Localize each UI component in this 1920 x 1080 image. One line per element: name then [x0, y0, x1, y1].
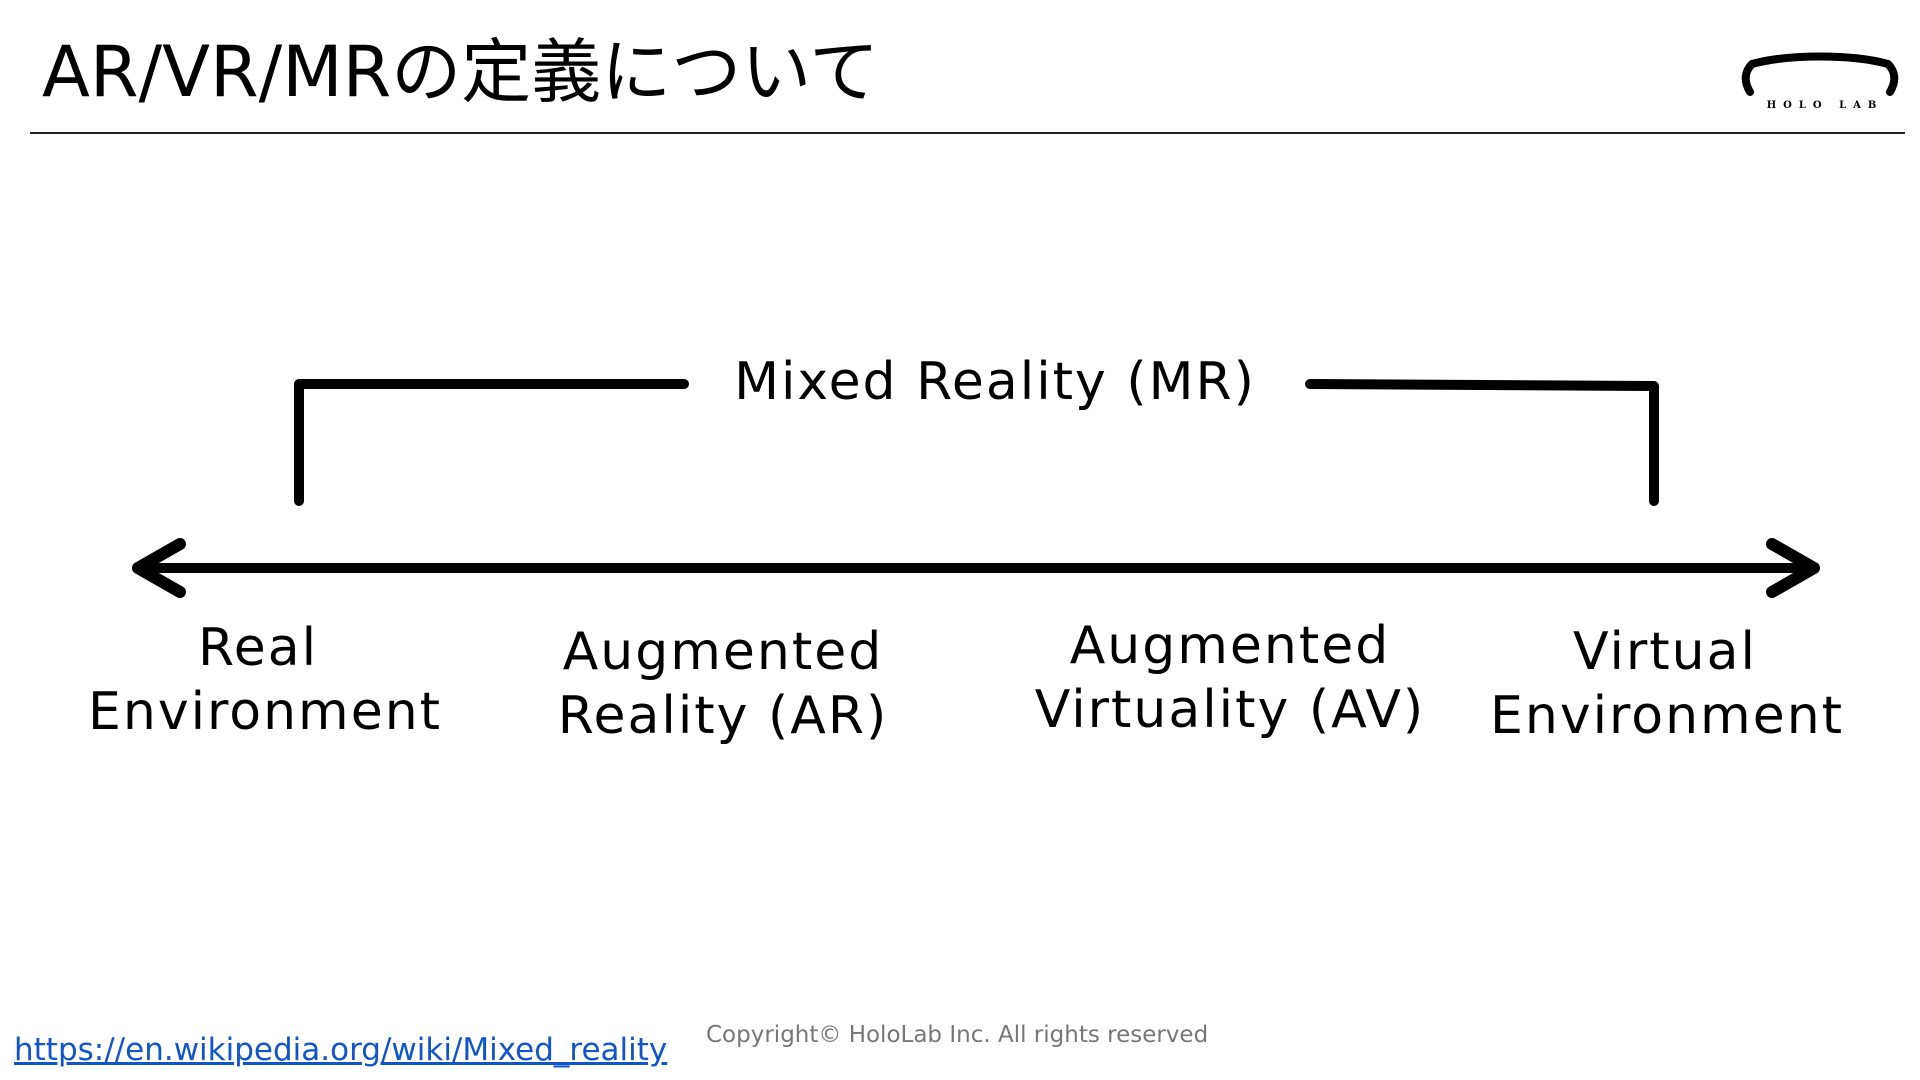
label-line: Augmented — [562, 622, 884, 682]
logo-text: HOLO LAB — [1766, 100, 1884, 111]
continuum-label-real-environment: Real Environment — [88, 616, 443, 744]
label-line: Augmented — [1069, 616, 1391, 676]
label-line: Environment — [88, 682, 443, 742]
hololab-logo: HOLO LAB — [1738, 48, 1902, 128]
mr-bracket-label: Mixed Reality (MR) — [734, 352, 1256, 412]
continuum-label-augmented-virtuality: Augmented Virtuality (AV) — [1030, 614, 1430, 742]
mr-bracket-left — [294, 379, 689, 506]
source-link[interactable]: https://en.wikipedia.org/wiki/Mixed_real… — [14, 1032, 668, 1068]
label-line: Reality (AR) — [557, 686, 889, 746]
label-line: Virtuality (AV) — [1034, 680, 1426, 740]
slide-title: AR/VR/MRの定義について — [42, 31, 880, 113]
title-divider — [30, 132, 1905, 134]
copyright-notice: Copyright© HoloLab Inc. All rights reser… — [706, 1022, 1209, 1048]
continuum-label-augmented-reality: Augmented Reality (AR) — [548, 620, 898, 748]
label-line: Virtual — [1573, 622, 1757, 682]
label-line: Real — [197, 618, 319, 678]
logo-arc-icon — [1741, 52, 1899, 96]
continuum-label-virtual-environment: Virtual Environment — [1490, 620, 1845, 748]
right-arrowhead-icon — [1766, 538, 1820, 598]
left-arrowhead-icon — [132, 538, 186, 598]
label-line: Environment — [1490, 686, 1845, 746]
mr-bracket-right — [1305, 379, 1659, 506]
